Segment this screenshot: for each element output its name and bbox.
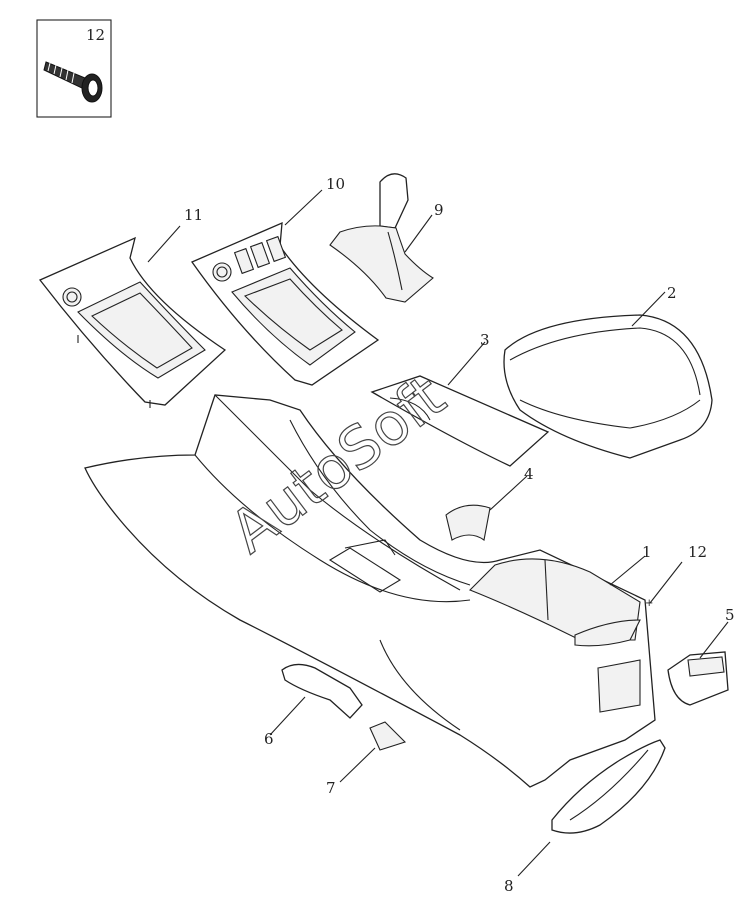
callout-8: 8: [504, 877, 514, 895]
part-10-shift-panel: 10: [191, 175, 380, 386]
callout-12: 12: [688, 543, 707, 561]
part-11-trim-panel: 11: [38, 206, 227, 408]
callout-5: 5: [725, 606, 735, 624]
callout-11: 11: [184, 206, 203, 224]
part-3-tray-cover: 3: [370, 331, 550, 467]
callout-6: 6: [264, 730, 274, 748]
inset-screw-box: 12: [36, 19, 112, 118]
callout-3: 3: [480, 331, 490, 349]
part-7-clip: 7: [326, 721, 407, 797]
screw-icon: [43, 61, 103, 103]
callout-7: 7: [326, 779, 336, 797]
callout-9: 9: [434, 201, 444, 219]
callout-10: 10: [326, 175, 345, 193]
part-2-armrest-lid: 2: [503, 284, 713, 459]
part-5-insert: 5: [667, 606, 735, 706]
part-8-rear-trim: 8: [504, 739, 666, 895]
callout-4: 4: [524, 465, 534, 483]
callout-2: 2: [667, 284, 677, 302]
part-1-console-body: 1 12 +: [84, 394, 707, 788]
part-4-cover-plate: 4: [445, 465, 534, 541]
svg-text:+: +: [645, 598, 653, 609]
callout-1: 1: [642, 543, 652, 561]
part-9-shift-knob: 9: [329, 173, 444, 303]
inset-callout: 12: [86, 26, 105, 44]
part-6-side-strip: 6: [264, 663, 363, 748]
